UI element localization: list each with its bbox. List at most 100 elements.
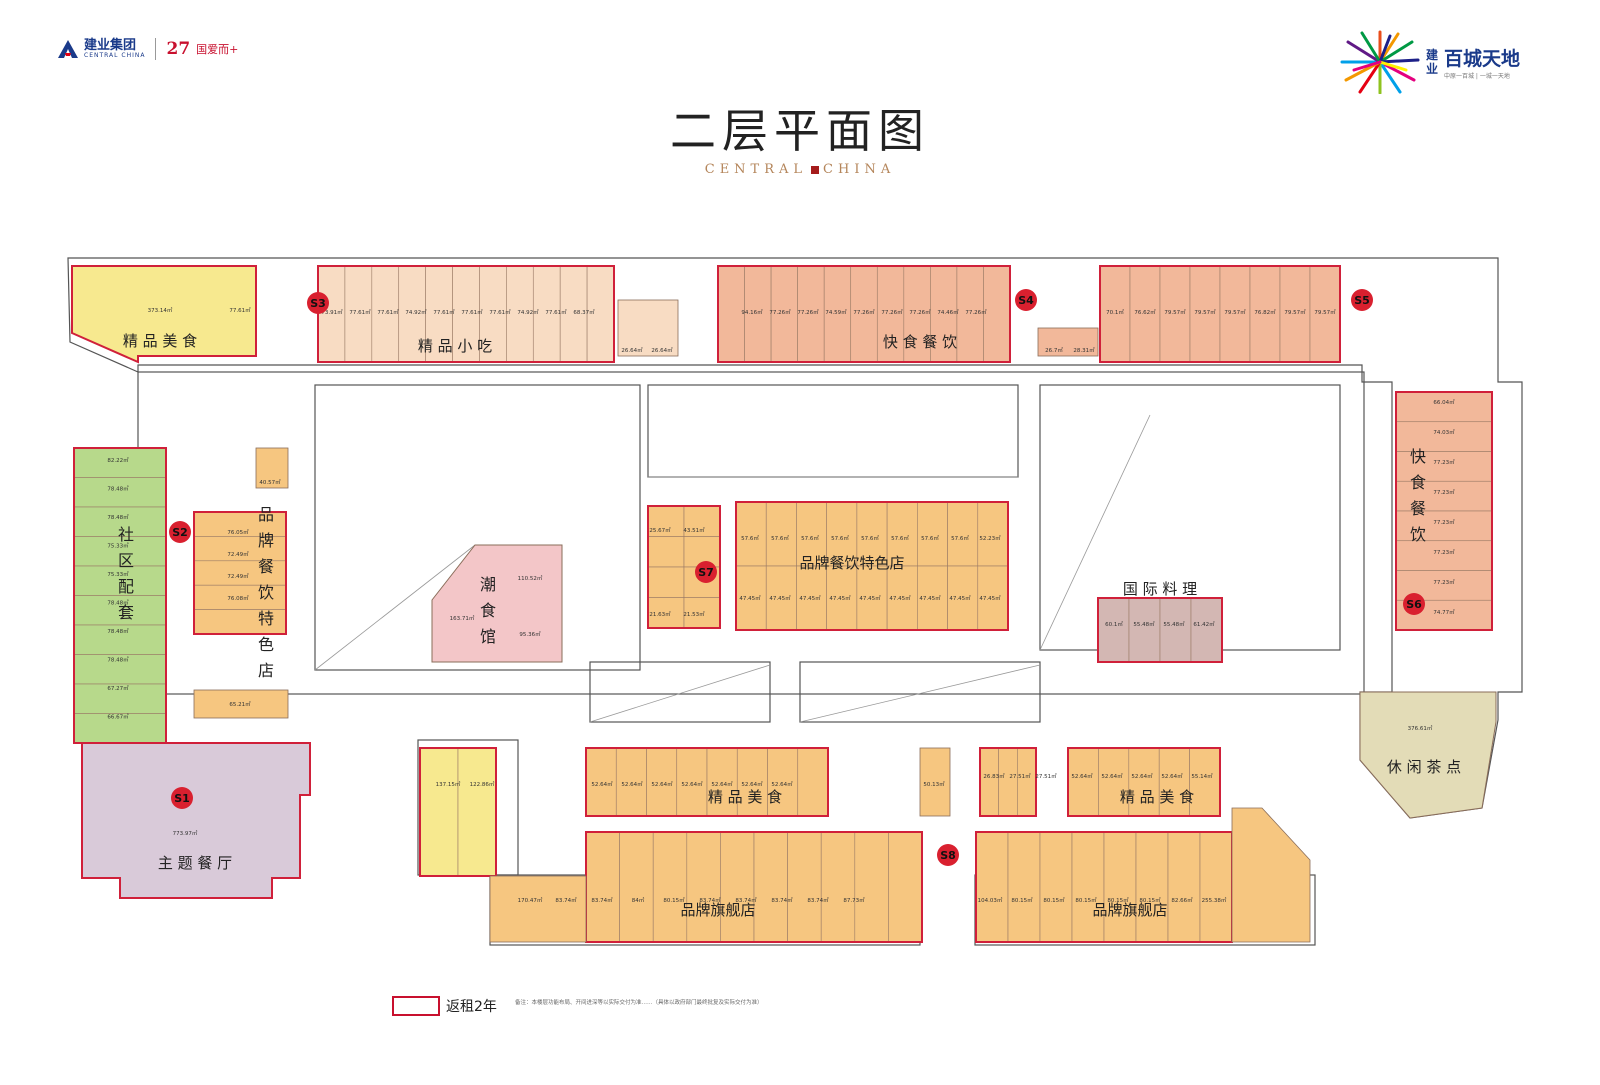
s8b-area: 52.64㎡ <box>1101 772 1123 780</box>
s3-area: 77.61㎡ <box>545 308 567 316</box>
s6-area: 74.03㎡ <box>1433 428 1455 436</box>
legend-swatch <box>392 996 440 1016</box>
s2-area: 66.67㎡ <box>107 713 129 721</box>
s7-top-area: 57.6㎡ <box>771 534 789 542</box>
s4-area: 94.16㎡ <box>741 308 763 316</box>
s2b-bottom-area: 65.21㎡ <box>229 700 251 708</box>
zone-label-char: 色 <box>258 635 274 654</box>
s5-area: 79.57㎡ <box>1314 308 1336 316</box>
zone-s5-cell <box>1249 265 1281 363</box>
s5-area: 79.57㎡ <box>1164 308 1186 316</box>
s2-area: 75.33㎡ <box>107 542 129 550</box>
s7-small-area: 21.63㎡ <box>649 610 671 618</box>
s3-area: 74.92㎡ <box>517 308 539 316</box>
zone-label-char: 特 <box>258 609 274 628</box>
zone-marker-circle <box>307 292 329 314</box>
s6-area: 74.77㎡ <box>1433 608 1455 616</box>
zone-label: 精 品 美 食 <box>708 788 782 806</box>
s7-bot-area: 47.45㎡ <box>799 594 821 602</box>
s7-bot-area: 47.45㎡ <box>979 594 1001 602</box>
s7b-area: 110.52㎡ <box>518 574 543 582</box>
zone-s2b-bottom <box>193 689 289 719</box>
zone-s8c-cell <box>619 831 654 943</box>
zone-s8b-cell <box>1098 747 1130 817</box>
zone-label-char: 牌 <box>258 531 274 550</box>
zone-s6-border <box>1395 391 1493 631</box>
zone-marker-circle <box>937 844 959 866</box>
s6-area: 77.23㎡ <box>1433 548 1455 556</box>
zone-marker-label: S3 <box>310 297 326 310</box>
s8d-area: 80.15㎡ <box>1139 896 1161 904</box>
s4-area: 77.26㎡ <box>965 308 987 316</box>
s7-top-area: 57.6㎡ <box>891 534 909 542</box>
central-china-mark-icon <box>58 40 78 58</box>
s8a-area: 52.64㎡ <box>771 780 793 788</box>
zone-s8c-cell <box>820 831 856 943</box>
zone-s8c-cell <box>585 831 620 943</box>
zone-s8a-cell <box>676 747 708 817</box>
zone-s6b-block <box>1359 691 1497 819</box>
s8c-area: 83.74㎡ <box>807 896 829 904</box>
zone-s7-cell <box>765 565 797 631</box>
zone-s6-cell <box>1395 480 1493 512</box>
zone-s8b-small-cell <box>979 747 999 817</box>
zone-s8b-cell <box>1067 747 1099 817</box>
s2b-top-area: 40.57㎡ <box>259 478 281 486</box>
zone-s6-cell <box>1395 391 1493 423</box>
zone-marker-circle <box>1403 593 1425 615</box>
zone-s3-cell <box>559 265 588 363</box>
page-title: 二层平面图 <box>670 104 930 158</box>
s8b-area: 52.64㎡ <box>1071 772 1093 780</box>
zone-s8d-cell <box>1039 831 1073 943</box>
s3-area: 77.61㎡ <box>433 308 455 316</box>
zone-s8b-cell <box>1189 747 1221 817</box>
s3-area: 77.61㎡ <box>489 308 511 316</box>
s8a-area: 52.64㎡ <box>741 780 763 788</box>
brand-name-block: 建业集团 CENTRAL CHINA <box>84 39 145 59</box>
s4-area: 77.26㎡ <box>909 308 931 316</box>
zone-s4-cell <box>744 265 772 363</box>
s5-area: 76.82㎡ <box>1254 308 1276 316</box>
s7-top-area: 57.6㎡ <box>951 534 969 542</box>
intl-area: 55.48㎡ <box>1133 620 1155 628</box>
zone-label-char: 饮 <box>258 583 274 602</box>
zone-s2b-top <box>255 447 289 489</box>
zone-s8d-cell <box>1007 831 1041 943</box>
zone-label-char: 潮 <box>480 575 496 594</box>
zone-label: 主 题 餐 厅 <box>158 854 232 872</box>
zone-s4-cell <box>823 265 852 363</box>
zone-s2b-cell <box>193 511 287 537</box>
s7b-area: 163.71㎡ <box>450 614 475 622</box>
zone-s7-small-border <box>647 505 721 629</box>
zone-label: 精 品 小 吃 <box>418 337 492 355</box>
zone-s4-border <box>717 265 1011 363</box>
zone-label-char: 饮 <box>1410 525 1426 544</box>
s5-area: 70.1㎡ <box>1106 308 1124 316</box>
zone-it-cell <box>1097 597 1130 663</box>
s8c-area: 83.74㎡ <box>699 896 721 904</box>
s3-area: 77.61㎡ <box>461 308 483 316</box>
zone-label-char: 餐 <box>258 557 274 576</box>
zone-s8b-small-cell <box>1017 747 1037 817</box>
s3-area: 77.61㎡ <box>377 308 399 316</box>
zone-label-char: 品 <box>258 505 274 524</box>
zone-s2-cell <box>73 477 167 508</box>
zone-label-char: 食 <box>480 601 496 620</box>
zone-marker-label: S7 <box>698 566 714 579</box>
zone-s8d-cell <box>1135 831 1169 943</box>
zone-s8b-border <box>1067 747 1221 817</box>
zone-marker-circle <box>695 561 717 583</box>
s5-area: 79.57㎡ <box>1194 308 1216 316</box>
zone-label: 国 际 料 理 <box>1123 580 1197 598</box>
zone-s7-border <box>735 501 1009 631</box>
zone-s7-cell <box>735 501 767 567</box>
right-logo-main: 百城天地 <box>1444 48 1521 70</box>
subtitle-dot <box>811 165 820 174</box>
s7-small-area: 25.67㎡ <box>649 526 671 534</box>
zone-s2b-cell <box>193 584 287 610</box>
zone-s2-cell <box>73 447 167 478</box>
zone-s8c-cell <box>686 831 721 943</box>
zone-label-char: 快 <box>1410 447 1426 466</box>
